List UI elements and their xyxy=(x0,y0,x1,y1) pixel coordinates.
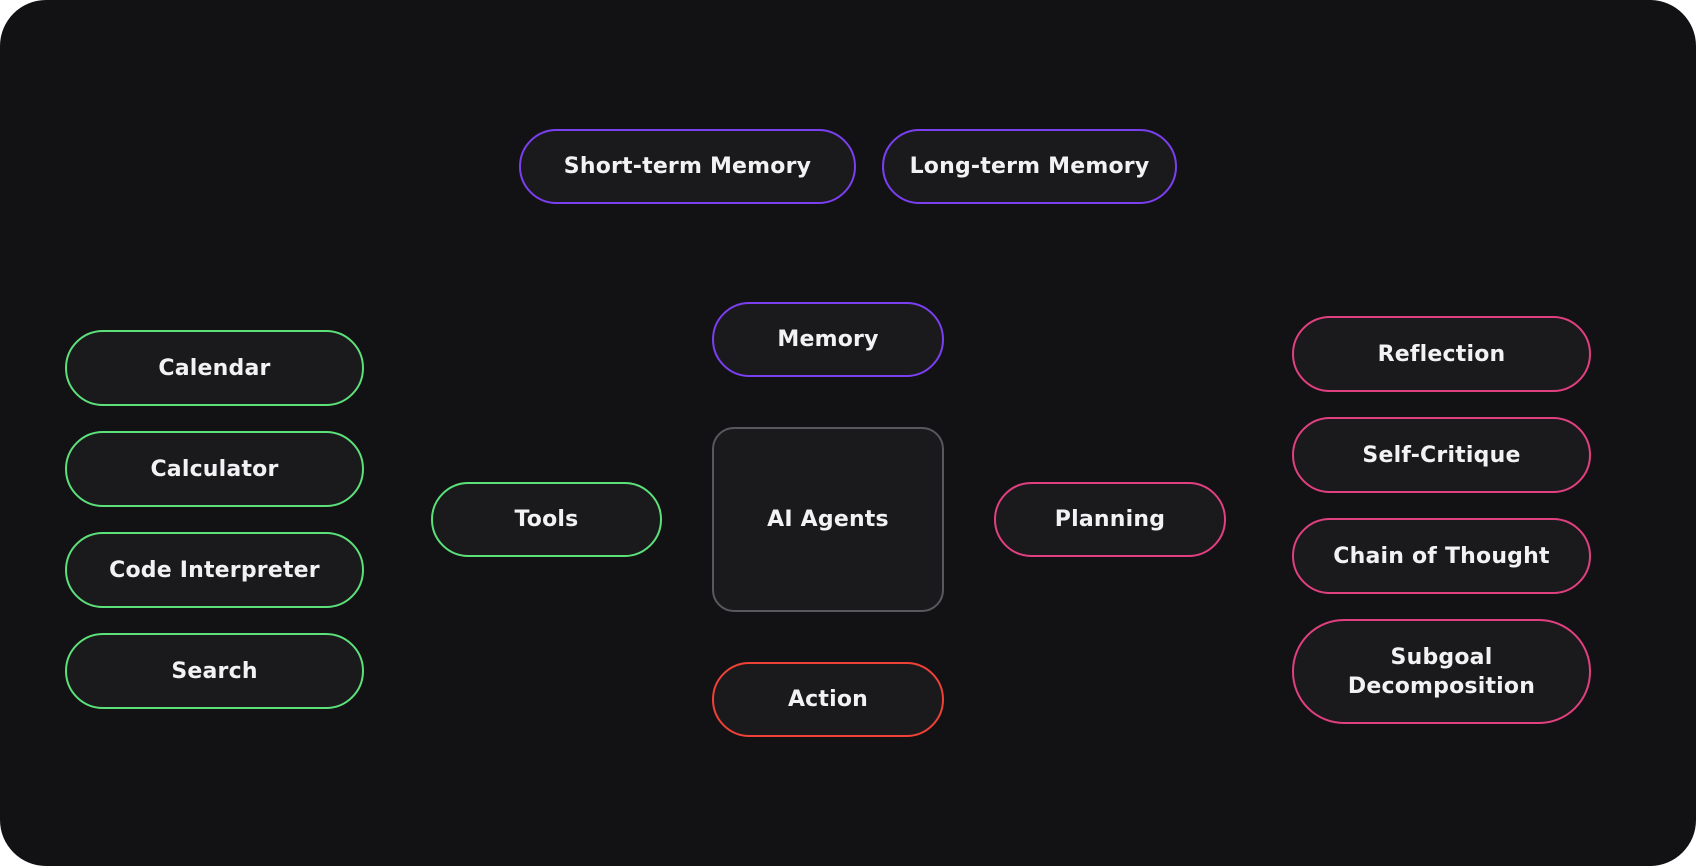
self-critique-node: Self-Critique xyxy=(1292,417,1591,493)
node-label: Memory xyxy=(777,327,879,352)
code-interpreter-node: Code Interpreter xyxy=(65,532,364,608)
action-node: Action xyxy=(712,662,944,737)
node-label: Reflection xyxy=(1377,341,1506,367)
node-label: Tools xyxy=(514,507,579,532)
node-label: Calculator xyxy=(150,456,279,482)
search-node: Search xyxy=(65,633,364,709)
short-term-memory-node: Short-term Memory xyxy=(519,129,856,204)
chain-of-thought-node: Chain of Thought xyxy=(1292,518,1591,594)
node-label: AI Agents xyxy=(767,507,889,532)
node-label: Subgoal Decomposition xyxy=(1347,644,1536,699)
tools-node: Tools xyxy=(431,482,662,557)
node-label: Self-Critique xyxy=(1362,442,1521,468)
node-label: Chain of Thought xyxy=(1333,543,1550,569)
node-label: Search xyxy=(171,658,258,684)
node-label: Planning xyxy=(1054,507,1166,532)
memory-node: Memory xyxy=(712,302,944,377)
subgoal-decomposition-node: Subgoal Decomposition xyxy=(1292,619,1591,724)
node-label: Code Interpreter xyxy=(109,557,320,583)
planning-node: Planning xyxy=(994,482,1226,557)
node-label: Long-term Memory xyxy=(909,154,1150,179)
calculator-node: Calculator xyxy=(65,431,364,507)
node-label: Action xyxy=(787,687,869,712)
node-label: Calendar xyxy=(158,355,271,381)
reflection-node: Reflection xyxy=(1292,316,1591,392)
ai-agents-core-node: AI Agents xyxy=(712,427,944,612)
long-term-memory-node: Long-term Memory xyxy=(882,129,1177,204)
calendar-node: Calendar xyxy=(65,330,364,406)
node-label: Short-term Memory xyxy=(563,154,812,179)
